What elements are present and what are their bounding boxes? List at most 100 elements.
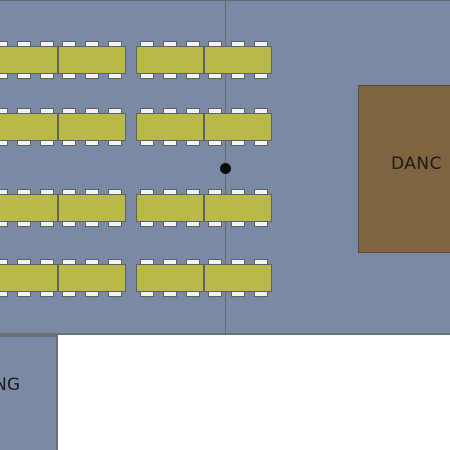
table-top[interactable] [58, 46, 126, 74]
seat-top[interactable] [0, 41, 8, 47]
seat-bottom[interactable] [163, 73, 177, 79]
seat-bottom[interactable] [163, 221, 177, 227]
seat-bottom[interactable] [163, 140, 177, 146]
table-top[interactable] [0, 264, 58, 292]
seat-bottom[interactable] [40, 221, 54, 227]
table-top[interactable] [0, 194, 58, 222]
seat-bottom[interactable] [40, 291, 54, 297]
seat-top[interactable] [62, 108, 76, 114]
seat-bottom[interactable] [208, 140, 222, 146]
seat-bottom[interactable] [208, 221, 222, 227]
seat-bottom[interactable] [208, 291, 222, 297]
seat-bottom[interactable] [186, 221, 200, 227]
seat-top[interactable] [40, 259, 54, 265]
seat-bottom[interactable] [62, 291, 76, 297]
seat-top[interactable] [186, 108, 200, 114]
seat-top[interactable] [62, 259, 76, 265]
seat-bottom[interactable] [140, 140, 154, 146]
seat-top[interactable] [85, 259, 99, 265]
seat-top[interactable] [208, 259, 222, 265]
seat-bottom[interactable] [85, 221, 99, 227]
seat-top[interactable] [208, 108, 222, 114]
side-room[interactable]: NG [0, 335, 58, 450]
seat-bottom[interactable] [231, 221, 245, 227]
seat-top[interactable] [40, 189, 54, 195]
table-top[interactable] [136, 194, 204, 222]
seat-top[interactable] [108, 189, 122, 195]
seat-top[interactable] [85, 41, 99, 47]
seat-bottom[interactable] [0, 221, 8, 227]
table-top[interactable] [58, 264, 126, 292]
seat-bottom[interactable] [254, 73, 268, 79]
seat-bottom[interactable] [85, 140, 99, 146]
seat-top[interactable] [231, 108, 245, 114]
seat-bottom[interactable] [163, 291, 177, 297]
seat-top[interactable] [254, 41, 268, 47]
seat-bottom[interactable] [254, 291, 268, 297]
table-group-row-3-1[interactable] [0, 188, 126, 228]
seat-bottom[interactable] [254, 140, 268, 146]
seat-bottom[interactable] [0, 73, 8, 79]
seat-bottom[interactable] [108, 140, 122, 146]
seat-top[interactable] [208, 41, 222, 47]
seat-top[interactable] [108, 108, 122, 114]
table-group-row-2-1[interactable] [0, 107, 126, 147]
seat-bottom[interactable] [186, 73, 200, 79]
seat-bottom[interactable] [62, 140, 76, 146]
seat-top[interactable] [186, 259, 200, 265]
seat-top[interactable] [231, 41, 245, 47]
seat-top[interactable] [62, 189, 76, 195]
table-group-row-1-2[interactable] [136, 40, 272, 80]
seat-top[interactable] [140, 41, 154, 47]
seat-bottom[interactable] [62, 73, 76, 79]
seat-top[interactable] [254, 189, 268, 195]
seat-bottom[interactable] [186, 291, 200, 297]
table-top[interactable] [0, 46, 58, 74]
seat-bottom[interactable] [186, 140, 200, 146]
seat-top[interactable] [17, 41, 31, 47]
table-top[interactable] [136, 113, 204, 141]
dance-floor[interactable]: DANC [358, 85, 450, 253]
table-top[interactable] [58, 194, 126, 222]
seat-top[interactable] [186, 189, 200, 195]
seat-bottom[interactable] [208, 73, 222, 79]
seat-top[interactable] [85, 108, 99, 114]
seat-top[interactable] [40, 41, 54, 47]
seat-top[interactable] [0, 259, 8, 265]
seat-top[interactable] [108, 259, 122, 265]
seat-bottom[interactable] [17, 221, 31, 227]
table-top[interactable] [204, 264, 272, 292]
seat-top[interactable] [231, 259, 245, 265]
table-top[interactable] [136, 46, 204, 74]
seat-top[interactable] [17, 259, 31, 265]
seat-top[interactable] [163, 41, 177, 47]
table-top[interactable] [58, 113, 126, 141]
seat-top[interactable] [254, 259, 268, 265]
seat-bottom[interactable] [140, 221, 154, 227]
seat-top[interactable] [17, 189, 31, 195]
seat-top[interactable] [163, 189, 177, 195]
seat-bottom[interactable] [231, 73, 245, 79]
table-top[interactable] [204, 113, 272, 141]
seat-top[interactable] [40, 108, 54, 114]
seat-top[interactable] [163, 108, 177, 114]
table-group-row-3-2[interactable] [136, 188, 272, 228]
seat-top[interactable] [140, 259, 154, 265]
seat-top[interactable] [85, 189, 99, 195]
seat-top[interactable] [254, 108, 268, 114]
seat-bottom[interactable] [231, 291, 245, 297]
seat-top[interactable] [0, 189, 8, 195]
seat-top[interactable] [0, 108, 8, 114]
seat-bottom[interactable] [17, 73, 31, 79]
table-top[interactable] [204, 194, 272, 222]
table-group-row-4-1[interactable] [0, 258, 126, 298]
seat-bottom[interactable] [85, 73, 99, 79]
table-group-row-4-2[interactable] [136, 258, 272, 298]
location-marker-dot[interactable] [220, 163, 231, 174]
table-group-row-1-1[interactable] [0, 40, 126, 80]
seat-bottom[interactable] [231, 140, 245, 146]
table-top[interactable] [0, 113, 58, 141]
seat-top[interactable] [62, 41, 76, 47]
seat-bottom[interactable] [0, 291, 8, 297]
seat-bottom[interactable] [108, 73, 122, 79]
